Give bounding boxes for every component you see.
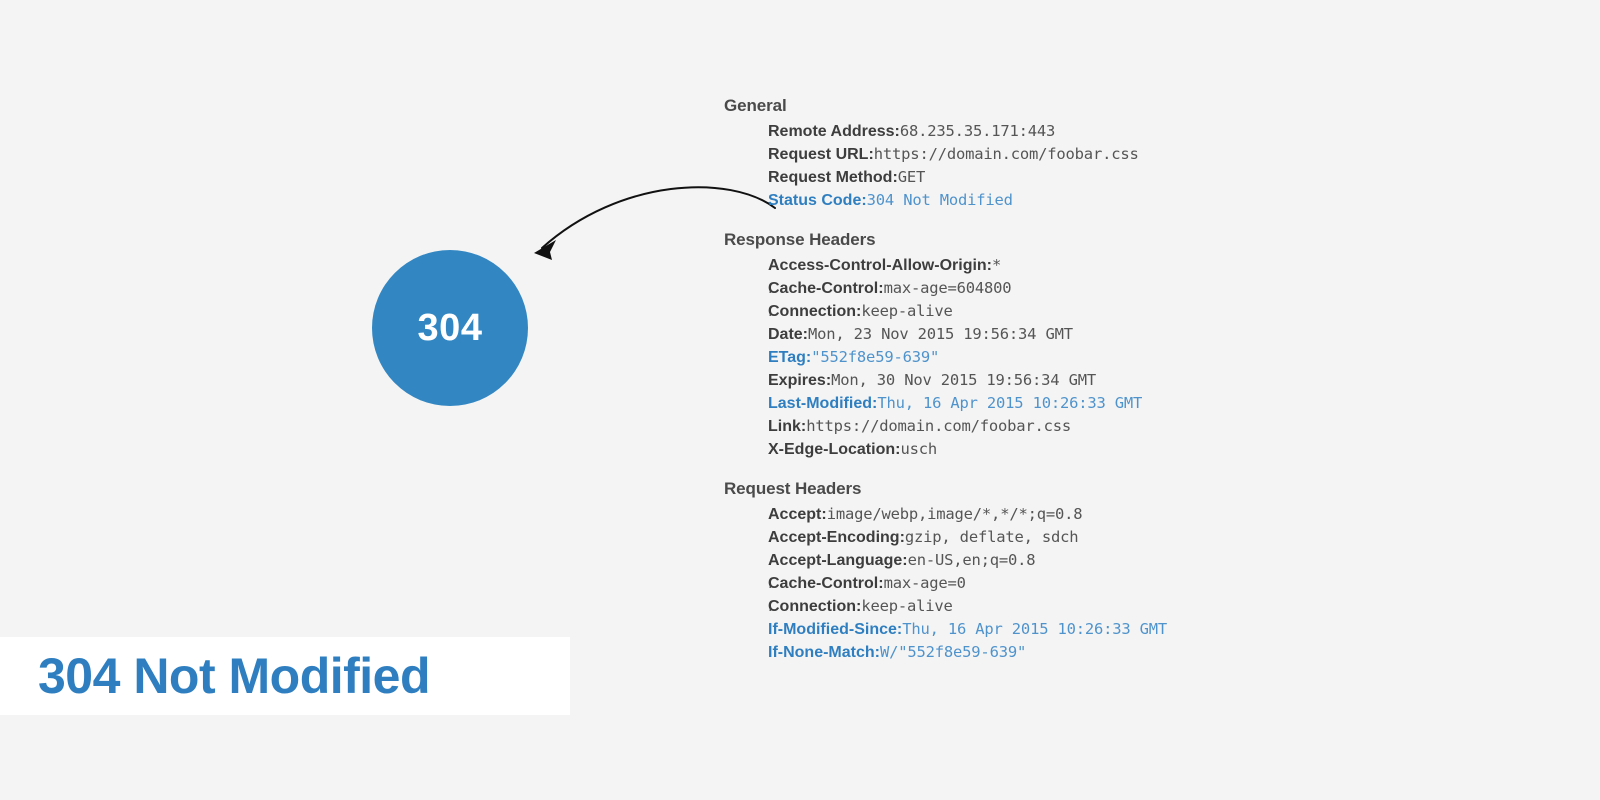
bullet-icon: . bbox=[768, 575, 773, 592]
bullet-icon: . bbox=[768, 146, 773, 163]
header-value: max-age=604800 bbox=[883, 279, 1012, 297]
header-key: Link: bbox=[768, 418, 807, 435]
header-key: Accept-Encoding: bbox=[768, 529, 905, 546]
header-value: max-age=0 bbox=[883, 574, 966, 592]
header-value: Thu, 16 Apr 2015 10:26:33 GMT bbox=[877, 394, 1143, 412]
header-row: . Accept-Language: en-US,en;q=0.8 bbox=[724, 549, 1524, 572]
bullet-icon: . bbox=[768, 257, 773, 274]
bullet-icon: . bbox=[768, 169, 773, 186]
header-value: Mon, 30 Nov 2015 19:56:34 GMT bbox=[831, 371, 1096, 389]
bullet-icon: . bbox=[768, 349, 773, 366]
header-row-if-none-match: . If-None-Match: W/"552f8e59-639" bbox=[724, 641, 1524, 664]
header-row: . Request Method: GET bbox=[724, 166, 1524, 189]
header-value: 304 Not Modified bbox=[866, 191, 1013, 209]
bullet-icon: . bbox=[768, 552, 773, 569]
section-heading: General bbox=[724, 96, 787, 115]
header-key: Cache-Control: bbox=[768, 280, 884, 297]
header-row: . Connection: keep-alive bbox=[724, 595, 1524, 618]
bullet-icon: . bbox=[768, 192, 773, 209]
header-key: Remote Address: bbox=[768, 123, 900, 140]
header-key: Connection: bbox=[768, 598, 862, 615]
header-list: . Access-Control-Allow-Origin: * . Cache… bbox=[724, 254, 1524, 461]
header-row: . Accept: image/webp,image/*,*/*;q=0.8 bbox=[724, 503, 1524, 526]
bullet-icon: . bbox=[768, 598, 773, 615]
header-value: usch bbox=[900, 440, 937, 458]
section-request-headers: Request Headers . Accept: image/webp,ima… bbox=[724, 479, 1524, 664]
bullet-icon: . bbox=[768, 441, 773, 458]
header-key: If-Modified-Since: bbox=[768, 621, 903, 638]
header-value: GET bbox=[897, 168, 926, 186]
status-code-value: 304 bbox=[417, 306, 483, 349]
header-key: Cache-Control: bbox=[768, 575, 884, 592]
header-row: . Cache-Control: max-age=0 bbox=[724, 572, 1524, 595]
header-key: Connection: bbox=[768, 303, 862, 320]
section-general: General . Remote Address: 68.235.35.171:… bbox=[724, 96, 1524, 212]
header-value: Mon, 23 Nov 2015 19:56:34 GMT bbox=[808, 325, 1073, 343]
header-value: en-US,en;q=0.8 bbox=[907, 551, 1036, 569]
header-row-if-modified-since: . If-Modified-Since: Thu, 16 Apr 2015 10… bbox=[724, 618, 1524, 641]
header-row: . Access-Control-Allow-Origin: * bbox=[724, 254, 1524, 277]
header-value: gzip, deflate, sdch bbox=[904, 528, 1079, 546]
header-row: . Cache-Control: max-age=604800 bbox=[724, 277, 1524, 300]
header-value: * bbox=[992, 256, 1002, 274]
header-key: Expires: bbox=[768, 372, 832, 389]
bullet-icon: . bbox=[768, 418, 773, 435]
header-row: . Link: https://domain.com/foobar.css bbox=[724, 415, 1524, 438]
header-key: X-Edge-Location: bbox=[768, 441, 901, 458]
header-row: . Connection: keep-alive bbox=[724, 300, 1524, 323]
bullet-icon: . bbox=[768, 123, 773, 140]
header-value: keep-alive bbox=[861, 597, 953, 615]
header-row: . Accept-Encoding: gzip, deflate, sdch bbox=[724, 526, 1524, 549]
http-headers-panel: General . Remote Address: 68.235.35.171:… bbox=[724, 96, 1524, 664]
header-key: Request Method: bbox=[768, 169, 898, 186]
bullet-icon: . bbox=[768, 395, 773, 412]
header-row-etag: . ETag: "552f8e59-639" bbox=[724, 346, 1524, 369]
header-key: Request URL: bbox=[768, 146, 874, 163]
header-row: . Request URL: https://domain.com/foobar… bbox=[724, 143, 1524, 166]
header-value: 68.235.35.171:443 bbox=[899, 122, 1056, 140]
bullet-icon: . bbox=[768, 621, 773, 638]
bullet-icon: . bbox=[768, 506, 773, 523]
header-key: Accept-Language: bbox=[768, 552, 908, 569]
bullet-icon: . bbox=[768, 372, 773, 389]
section-heading: Response Headers bbox=[724, 230, 876, 249]
section-heading: Request Headers bbox=[724, 479, 862, 498]
header-key: If-None-Match: bbox=[768, 644, 880, 661]
header-value: "552f8e59-639" bbox=[811, 348, 940, 366]
header-list: . Remote Address: 68.235.35.171:443 . Re… bbox=[724, 120, 1524, 212]
header-list: . Accept: image/webp,image/*,*/*;q=0.8 .… bbox=[724, 503, 1524, 664]
status-circle-icon: 304 bbox=[372, 250, 528, 406]
bullet-icon: . bbox=[768, 326, 773, 343]
header-row: . Expires: Mon, 30 Nov 2015 19:56:34 GMT bbox=[724, 369, 1524, 392]
header-row: . Date: Mon, 23 Nov 2015 19:56:34 GMT bbox=[724, 323, 1524, 346]
header-key: ETag: bbox=[768, 349, 812, 366]
header-value: image/webp,image/*,*/*;q=0.8 bbox=[826, 505, 1083, 523]
header-key: Date: bbox=[768, 326, 809, 343]
header-value: https://domain.com/foobar.css bbox=[806, 417, 1072, 435]
bullet-icon: . bbox=[768, 644, 773, 661]
header-key: Last-Modified: bbox=[768, 395, 878, 412]
header-row: . X-Edge-Location: usch bbox=[724, 438, 1524, 461]
header-key: Status Code: bbox=[768, 192, 867, 209]
title-banner: 304 Not Modified bbox=[0, 637, 570, 715]
bullet-icon: . bbox=[768, 280, 773, 297]
header-row-status-code: . Status Code: 304 Not Modified bbox=[724, 189, 1524, 212]
page-title: 304 Not Modified bbox=[38, 648, 431, 704]
header-value: W/"552f8e59-639" bbox=[879, 643, 1027, 661]
header-row: . Remote Address: 68.235.35.171:443 bbox=[724, 120, 1524, 143]
header-key: Accept: bbox=[768, 506, 827, 523]
header-value: Thu, 16 Apr 2015 10:26:33 GMT bbox=[902, 620, 1168, 638]
bullet-icon: . bbox=[768, 529, 773, 546]
header-key: Access-Control-Allow-Origin: bbox=[768, 257, 993, 274]
header-value: keep-alive bbox=[861, 302, 953, 320]
header-row-last-modified: . Last-Modified: Thu, 16 Apr 2015 10:26:… bbox=[724, 392, 1524, 415]
section-response-headers: Response Headers . Access-Control-Allow-… bbox=[724, 230, 1524, 461]
header-value: https://domain.com/foobar.css bbox=[873, 145, 1139, 163]
bullet-icon: . bbox=[768, 303, 773, 320]
